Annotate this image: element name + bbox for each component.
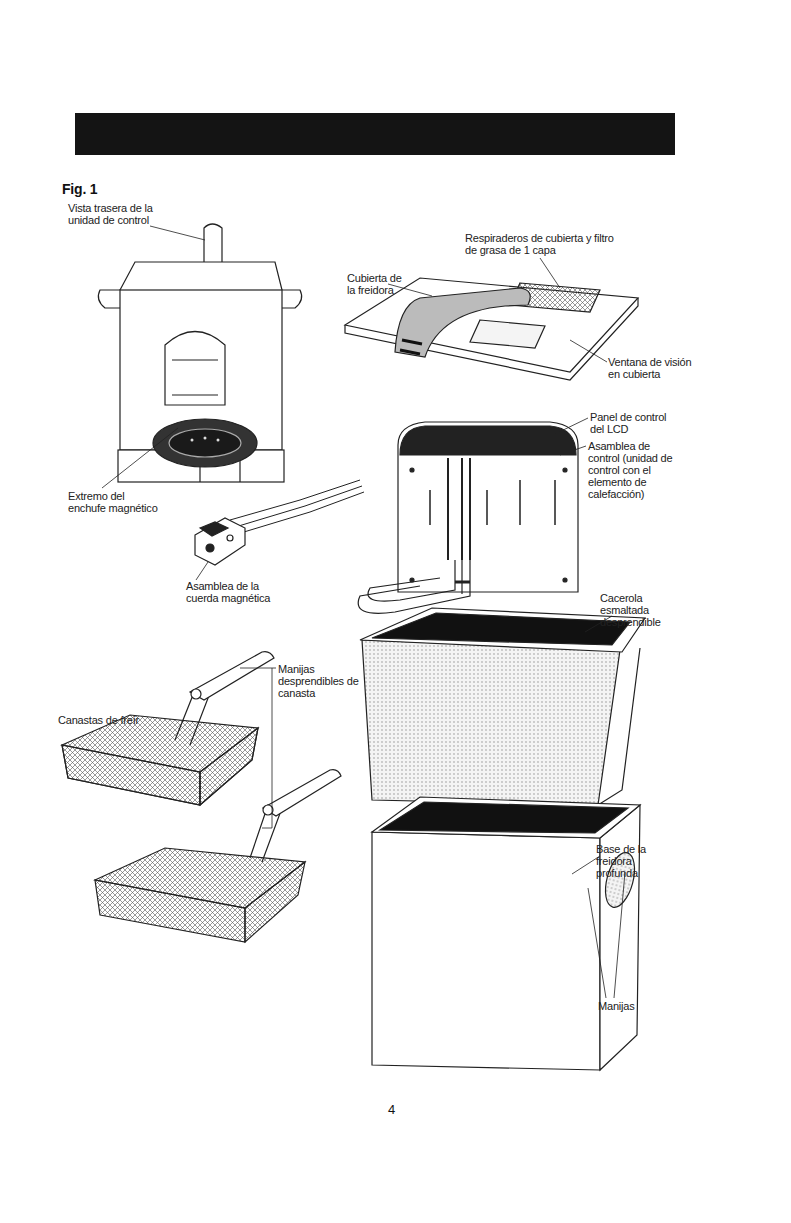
leader-lines [102,226,625,998]
part-label: Cubierta de la freidora [347,272,409,296]
page-number: 4 [388,1103,418,1117]
part-label: Respiraderos de cubierta y filtro de gra… [465,232,615,256]
part-label: Panel de control del LCD [590,411,670,435]
part-label: Ventana de visión en cubierta [608,356,703,380]
part-label: Asamblea de la cuerda magnética [186,580,276,604]
fryer-base [372,797,640,1070]
figure-number: Fig. 1 [62,181,142,197]
fry-basket [62,652,274,805]
part-label: Manijas [598,1000,658,1012]
part-label: Manijas desprendibles de canasta [278,663,368,699]
fry-basket [95,770,341,942]
part-label: Cacerola esmaltada desprendible [600,592,672,628]
enamel-pan [360,608,645,805]
part-label: Vista trasera de la unidad de control [68,202,172,226]
part-label: Extremo del enchufe magnético [68,490,163,514]
part-label: Canastas de freír [58,714,178,726]
control-unit-rear [98,224,301,482]
header-bar [75,113,675,155]
part-label: Asamblea de control (unidad de control c… [588,440,678,500]
magnetic-cord [195,480,364,565]
control-assembly [358,422,578,613]
part-label: Base de la freidora profunda [596,843,658,879]
